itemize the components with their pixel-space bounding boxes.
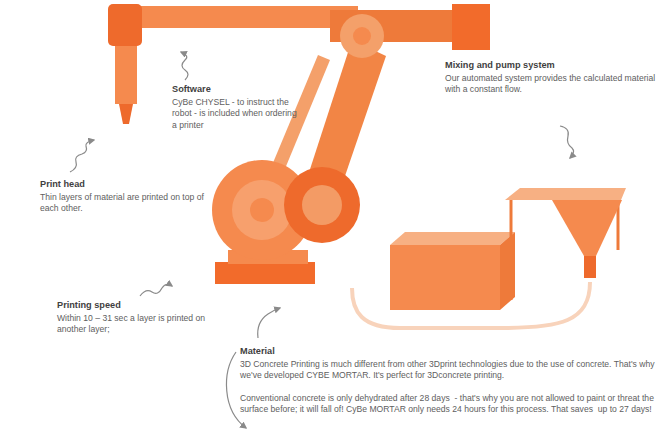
mixer-top (390, 232, 515, 245)
turret-hub (250, 198, 274, 222)
leader-arrow (70, 140, 94, 172)
mixer-side (500, 232, 515, 310)
callout-body: CyBe CHYSEL - to instruct the robot - is… (172, 97, 300, 131)
elbow-joint (340, 14, 384, 58)
callout-body: Conventional concrete is only dehydrated… (240, 393, 662, 416)
nozzle (119, 104, 133, 124)
print-head (115, 46, 137, 104)
callout-body: Thin layers of material are printed on t… (40, 192, 205, 215)
callout-body: 3D Concrete Printing is much different f… (240, 359, 662, 382)
wrist (108, 4, 142, 46)
leader-arrow (258, 308, 280, 338)
turret-ring (232, 180, 292, 240)
callout-heading: Printing speed (57, 300, 217, 311)
callout-body: Our automated system provides the calcul… (445, 73, 660, 96)
callout-heading: Material (240, 346, 440, 357)
mixer-box (390, 245, 500, 310)
hopper-leg (510, 200, 513, 300)
shoulder-joint (284, 167, 360, 243)
shoulder-hub (302, 185, 342, 225)
leader-arrow (181, 52, 188, 80)
arm-motor (452, 4, 490, 50)
hopper-funnel (552, 200, 622, 256)
callout-body: Within 10 – 31 sec a layer is printed on… (57, 313, 217, 336)
leader-arrow (560, 126, 574, 158)
elbow-hub (353, 27, 371, 45)
hopper-rim (505, 188, 626, 200)
upper-arm (118, 6, 358, 28)
callout-heading: Print head (40, 179, 205, 190)
callout-heading: Mixing and pump system (445, 60, 660, 71)
hopper-spout (584, 256, 596, 278)
leader-arrow (140, 284, 172, 296)
robot-base (215, 262, 315, 284)
callout-heading: Software (172, 84, 302, 95)
